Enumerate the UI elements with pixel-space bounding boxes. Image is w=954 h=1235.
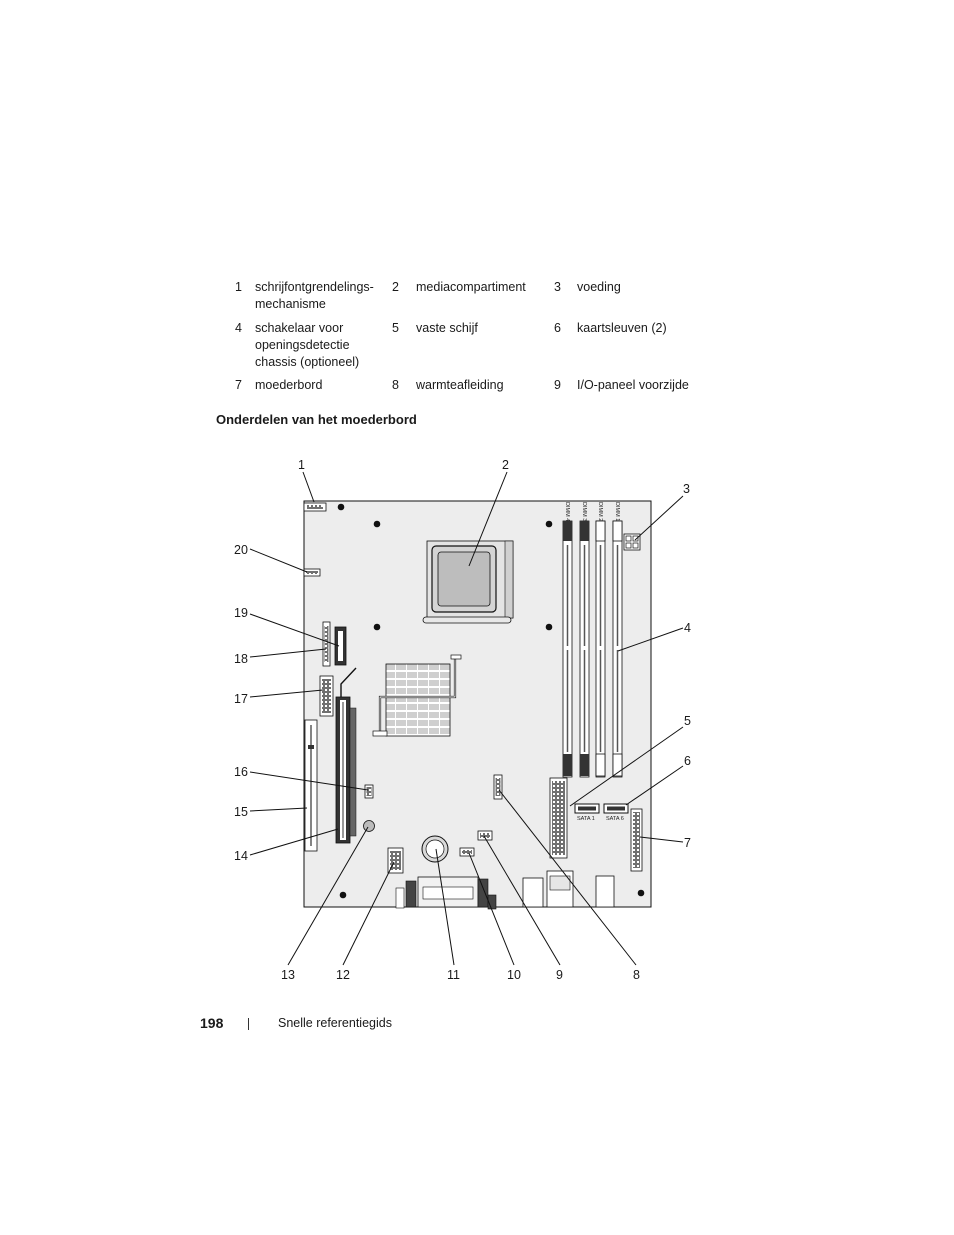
callout-7: 7 (684, 836, 691, 850)
dimm-label-2: DIMM 2 (597, 502, 603, 521)
chipset-heatsink (385, 663, 451, 737)
callout-16: 16 (234, 765, 248, 779)
legend-label: kaartsleuven (2) (577, 321, 667, 335)
rear-io-panel (395, 870, 615, 910)
jumper-connector-pins (306, 571, 318, 574)
standby-power-light (363, 820, 375, 832)
callout-lines (249, 471, 684, 966)
callout-11: 11 (447, 968, 460, 982)
legend-number: 8 (392, 378, 399, 392)
dimm-label-3: DIMM 3 (581, 502, 587, 521)
socket-retention-bar (422, 616, 512, 624)
legend-number: 6 (554, 321, 561, 335)
legend-table: 1 schrijfontgrendelings- mechanisme 2 me… (0, 0, 954, 400)
battery (425, 839, 445, 859)
legend-number: 1 (235, 280, 242, 294)
page-number: 198 (200, 1015, 224, 1031)
callout-4: 4 (684, 621, 691, 635)
legend-label: vaste schijf (416, 321, 478, 335)
section-title: Onderdelen van het moederbord (216, 412, 417, 427)
legend-number: 5 (392, 321, 399, 335)
mounting-holes (337, 503, 645, 899)
callout-9: 9 (556, 968, 563, 982)
ps2-connector (405, 880, 417, 908)
callout-12: 12 (336, 968, 350, 982)
sata-label-1: SATA 1 (577, 816, 595, 822)
callout-14: 14 (234, 849, 248, 863)
serial-port (477, 878, 489, 908)
legend-number: 7 (235, 378, 242, 392)
legend-label: I/O-paneel voorzijde (577, 378, 689, 392)
footer-separator (248, 1018, 249, 1030)
legend-label: schrijfontgrendelings- mechanisme (255, 280, 374, 311)
audio-connectors (595, 875, 615, 908)
legend-number: 4 (235, 321, 242, 335)
processor-heatspreader (437, 551, 491, 607)
legend-number: 9 (554, 378, 561, 392)
sata-label-6: SATA 6 (606, 816, 624, 822)
footer-title: Snelle referentiegids (278, 1016, 392, 1030)
dimm-label-4: DIMM 4 (564, 502, 570, 521)
legend-label: moederbord (255, 378, 323, 392)
dimm-slots (562, 520, 623, 778)
legend-number: 2 (392, 280, 399, 294)
callout-3: 3 (683, 482, 690, 496)
callout-6: 6 (684, 754, 691, 768)
callout-5: 5 (684, 714, 691, 728)
fan-connector-pins (307, 505, 323, 509)
socket-lever (504, 540, 514, 619)
callout-13: 13 (281, 968, 295, 982)
callout-8: 8 (633, 968, 640, 982)
legend-label: mediacompartiment (416, 280, 526, 294)
usb-connectors (522, 877, 544, 908)
dimm-label-1: DIMM 1 (614, 502, 620, 521)
callout-1: 1 (298, 458, 305, 472)
legend-number: 3 (554, 280, 561, 294)
callout-19: 19 (234, 606, 248, 620)
callout-17: 17 (234, 692, 248, 706)
legend-label: voeding (577, 280, 621, 294)
callout-20: 20 (234, 543, 248, 557)
callout-10: 10 (507, 968, 521, 982)
callout-15: 15 (234, 805, 248, 819)
callout-18: 18 (234, 652, 248, 666)
legend-label: warmteafleiding (416, 378, 504, 392)
callout-numbers: 1 2 3 4 5 6 7 8 9 10 11 12 13 14 15 16 1… (234, 458, 691, 982)
legend-label: schakelaar voor openingsdetectie chassis… (255, 321, 360, 369)
callout-2: 2 (502, 458, 509, 472)
